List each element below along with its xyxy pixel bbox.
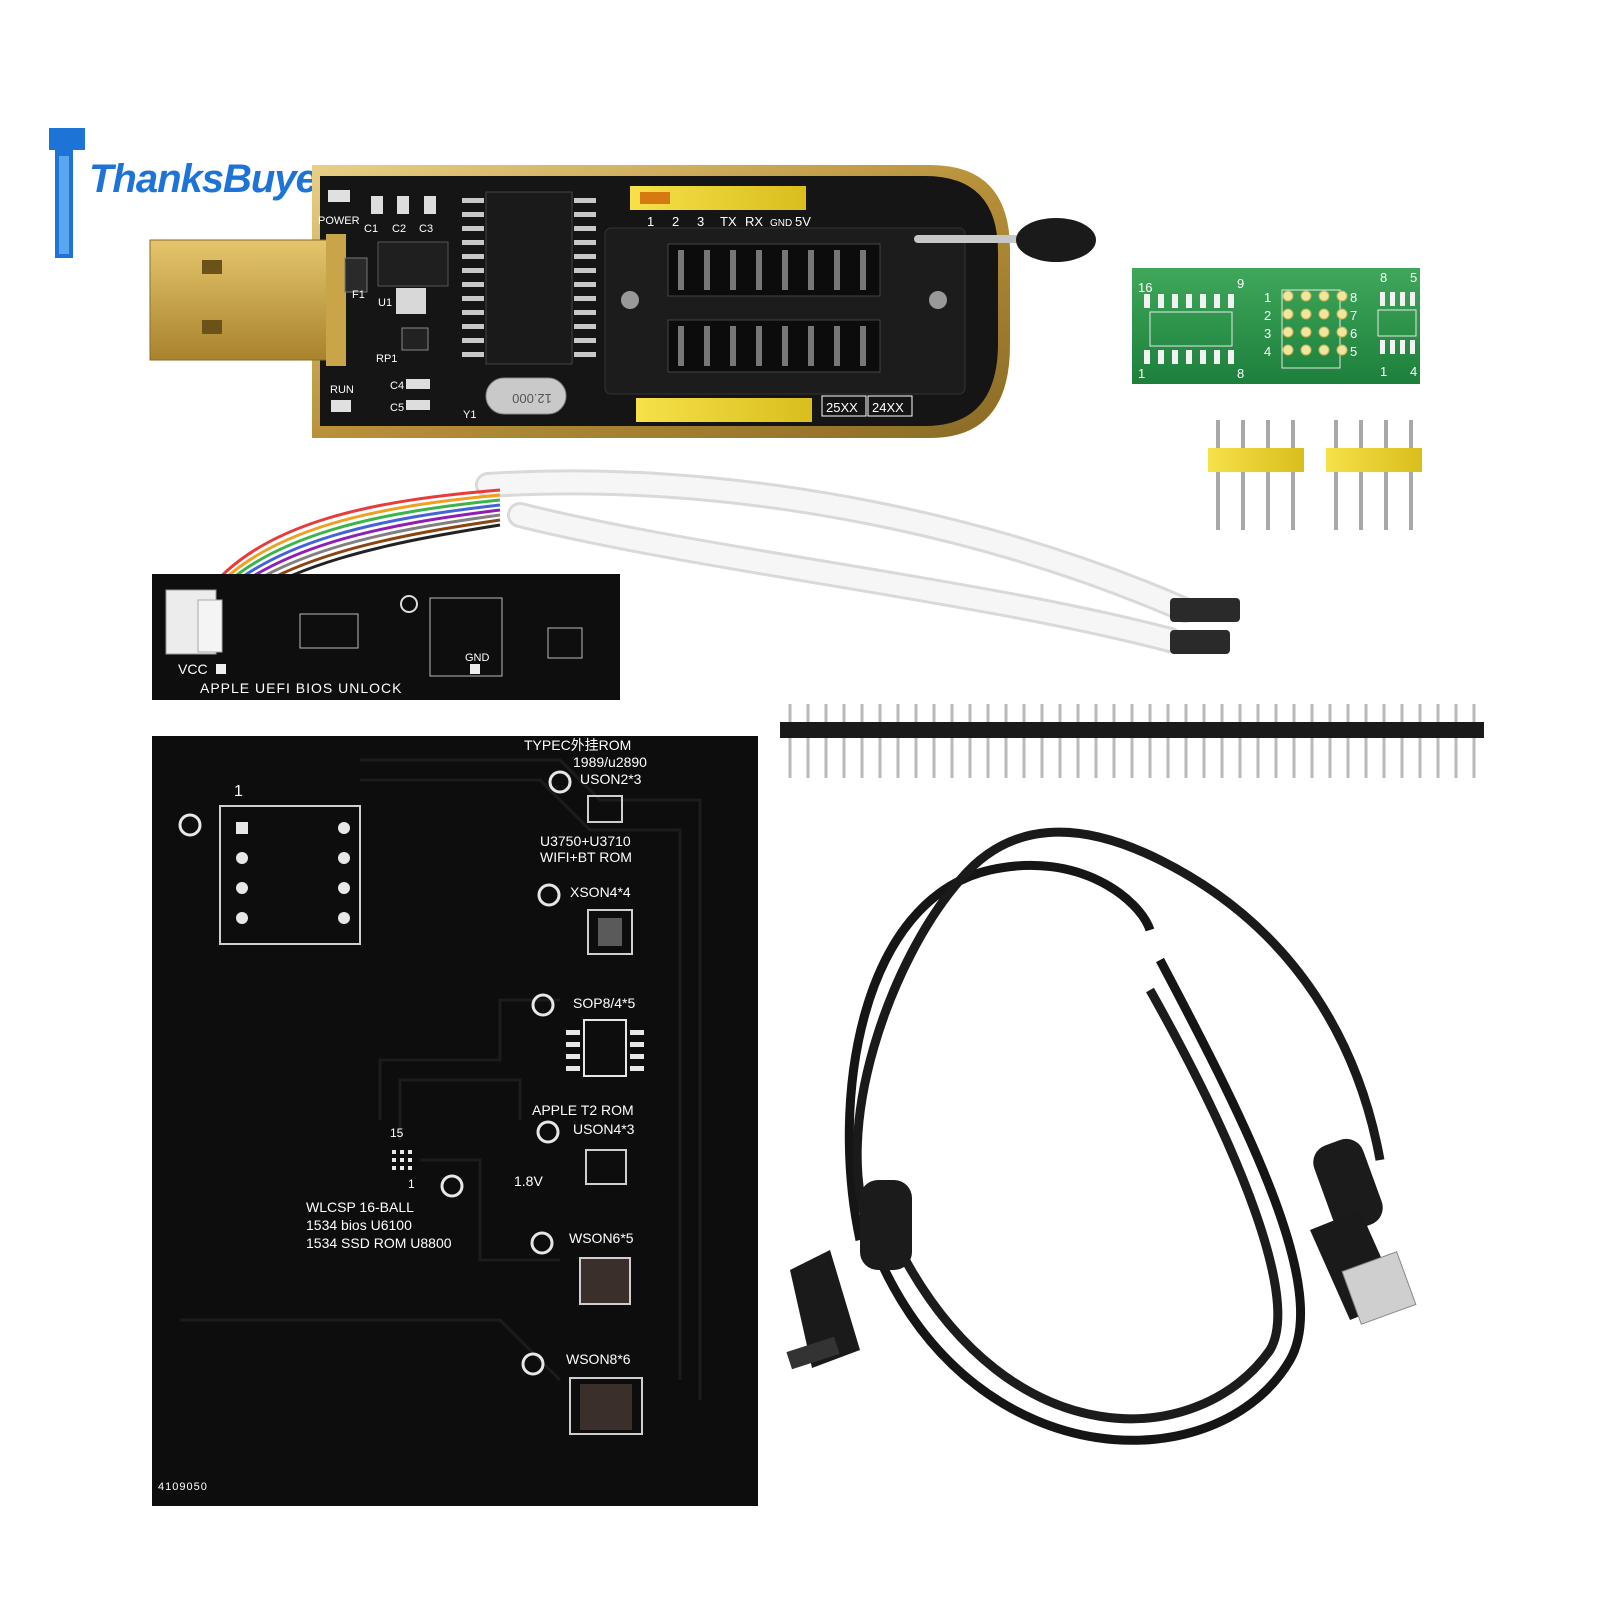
wson8-footprint bbox=[580, 1384, 632, 1430]
bottom-header bbox=[636, 398, 812, 422]
adapter-dip-left-2: 2 bbox=[1264, 308, 1271, 323]
usb-male-connector bbox=[1341, 1251, 1417, 1325]
c1-label: C1 bbox=[364, 223, 378, 235]
c4-label: C4 bbox=[390, 380, 404, 392]
wlcsp-line2: 1534 bios U6100 bbox=[306, 1217, 412, 1233]
header-pin-rx: RX bbox=[745, 214, 763, 229]
voltage-label: 1.8V bbox=[514, 1173, 543, 1189]
uefi-board-title: APPLE UEFI BIOS UNLOCK bbox=[200, 680, 403, 696]
crystal bbox=[485, 377, 567, 415]
adapter-label-9: 9 bbox=[1237, 276, 1244, 291]
adapter-label-8-top: 8 bbox=[1380, 270, 1387, 285]
wson8-label: WSON8*6 bbox=[566, 1351, 631, 1367]
wifi-line2: WIFI+BT ROM bbox=[540, 849, 632, 865]
wlcsp-line1: WLCSP 16-BALL bbox=[306, 1199, 414, 1215]
power-led bbox=[328, 190, 350, 202]
usb-plug bbox=[149, 234, 346, 366]
adapter-label-16: 16 bbox=[1138, 280, 1152, 295]
uson4-footprint bbox=[585, 1149, 627, 1185]
brand-logo-icon bbox=[49, 128, 85, 258]
adapter-label-8-bottom: 8 bbox=[1237, 366, 1244, 381]
sop-adapter-board: 16 9 8 5 1 2 3 4 8 7 6 5 1 8 1 4 bbox=[1132, 268, 1420, 384]
socket-lever bbox=[914, 235, 1024, 243]
run-label: RUN bbox=[330, 384, 354, 396]
pin1-label: 1 bbox=[234, 783, 243, 800]
header-pin-tx: TX bbox=[720, 214, 737, 229]
header-pin-5v: 5V bbox=[795, 214, 811, 229]
header-pin-2: 2 bbox=[672, 214, 679, 229]
usb-female-connector bbox=[790, 1250, 860, 1368]
header-pin-gnd: GND bbox=[770, 218, 792, 229]
sop-footprint bbox=[583, 1019, 627, 1077]
adapter-label-4: 4 bbox=[1410, 364, 1417, 379]
pin-header-4-right bbox=[1326, 420, 1422, 530]
y1-label: Y1 bbox=[463, 409, 476, 421]
uson4-label: USON4*3 bbox=[573, 1121, 635, 1137]
uson2-footprint bbox=[587, 795, 623, 823]
top-header bbox=[630, 186, 806, 210]
gnd-label: GND bbox=[465, 652, 490, 664]
soic-clip-cable bbox=[203, 469, 1240, 654]
ferrite-core-right bbox=[1313, 1138, 1383, 1232]
ch341-chip bbox=[462, 191, 596, 365]
ferrite-core-left bbox=[860, 1180, 912, 1270]
socket-label-24xx: 24XX bbox=[872, 400, 904, 415]
brand-logo: ThanksBuyer bbox=[45, 128, 332, 258]
xson-footprint bbox=[598, 918, 622, 946]
sop-label: SOP8/4*5 bbox=[573, 995, 635, 1011]
vcc-label: VCC bbox=[178, 661, 208, 677]
adapter-dip-right-8: 8 bbox=[1350, 290, 1357, 305]
adapter-label-5-top: 5 bbox=[1410, 270, 1417, 285]
c3-label: C3 bbox=[419, 223, 433, 235]
usb-extension-cable bbox=[786, 827, 1417, 1445]
ch341a-programmer: POWER C1 C2 C3 U1 F1 RP1 RUN C4 C5 12.00… bbox=[149, 165, 1096, 438]
adapter-dip-right-5: 5 bbox=[1350, 344, 1357, 359]
serial-number: 4109050 bbox=[158, 1481, 208, 1493]
c5-label: C5 bbox=[390, 402, 404, 414]
apple-rom-adapter-board: 1 TYPEC外挂ROM 1989/u2890 USON2*3 U3750+U3… bbox=[152, 736, 758, 1506]
t2-label: APPLE T2 ROM bbox=[532, 1102, 634, 1118]
wson6-footprint bbox=[579, 1257, 631, 1305]
long-pin-header bbox=[780, 704, 1484, 778]
crystal-label: 12.000 bbox=[512, 391, 552, 406]
brand-logo-text: ThanksBuyer bbox=[89, 156, 332, 201]
header-pin-3: 3 bbox=[697, 214, 704, 229]
adapter-dip-left-1: 1 bbox=[1264, 290, 1271, 305]
wifi-line1: U3750+U3710 bbox=[540, 833, 631, 849]
zif-socket bbox=[604, 218, 1096, 395]
rp1-label: RP1 bbox=[376, 353, 397, 365]
wlcsp-mark-1: 1 bbox=[408, 1177, 415, 1191]
power-label: POWER bbox=[318, 215, 360, 227]
uson2-label: USON2*3 bbox=[580, 771, 642, 787]
apple-uefi-board: VCC GND APPLE UEFI BIOS UNLOCK bbox=[152, 574, 620, 700]
socket-label-25xx: 25XX bbox=[826, 400, 858, 415]
wlcsp-line3: 1534 SSD ROM U8800 bbox=[306, 1235, 452, 1251]
adapter-label-1-right: 1 bbox=[1380, 364, 1387, 379]
header-pin-labels: 1 2 3 TX RX GND 5V bbox=[647, 214, 811, 229]
adapter-dip-right-6: 6 bbox=[1350, 326, 1357, 341]
typec-title: TYPEC外挂ROM bbox=[524, 737, 631, 753]
adapter-dip-left-4: 4 bbox=[1264, 344, 1271, 359]
adapter-label-1-left: 1 bbox=[1138, 366, 1145, 381]
socket-size-labels: 25XX 24XX bbox=[821, 395, 913, 417]
u1-label: U1 bbox=[378, 297, 392, 309]
pin-header-4-left bbox=[1208, 420, 1304, 530]
adapter-dip-right-7: 7 bbox=[1350, 308, 1357, 323]
wson6-label: WSON6*5 bbox=[569, 1230, 634, 1246]
f1-label: F1 bbox=[352, 289, 365, 301]
c2-label: C2 bbox=[392, 223, 406, 235]
xson-label: XSON4*4 bbox=[570, 884, 631, 900]
adapter-dip-left-3: 3 bbox=[1264, 326, 1271, 341]
typec-subtitle: 1989/u2890 bbox=[573, 754, 647, 770]
lever-knob bbox=[1016, 218, 1096, 262]
header-pin-1: 1 bbox=[647, 214, 654, 229]
wlcsp-mark: 15 bbox=[390, 1126, 404, 1140]
